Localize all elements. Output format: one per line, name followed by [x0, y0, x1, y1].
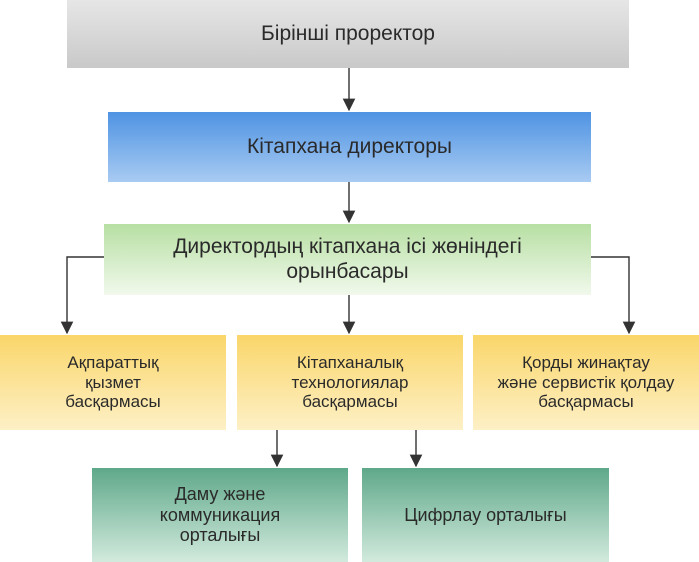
node-label-line: технологиялар	[291, 372, 409, 392]
node-first-prorector: Бірінші проректор	[67, 0, 629, 68]
node-label-line: басқармасы	[302, 392, 398, 412]
arrow-deputy-to-fund	[591, 256, 636, 335]
node-label: Цифрлау орталығы	[404, 504, 567, 525]
node-label: Кітапхана директоры	[247, 134, 452, 158]
node-label-line: басқармасы	[538, 392, 634, 412]
node-label-line: орынбасары	[286, 259, 409, 283]
arrow-deputy-to-info	[60, 256, 104, 335]
node-label-line: Қорды жинақтау	[522, 353, 650, 373]
node-collection-service-dept: Қорды жинақтау және сервистік қолдау бас…	[473, 335, 699, 430]
node-label-line: Директордың кітапхана ісі жөніндегі	[173, 235, 522, 259]
node-label-line: Кітапханалық	[296, 353, 404, 373]
node-label-line: басқармасы	[65, 392, 161, 412]
node-label-line: Даму және	[174, 483, 266, 504]
node-development-communication-center: Даму және коммуникация орталығы	[92, 468, 348, 562]
node-label-line: орталығы	[179, 525, 261, 546]
node-library-technologies-dept: Кітапханалық технологиялар басқармасы	[237, 335, 463, 430]
node-label-line: қызмет	[85, 372, 141, 392]
node-information-service-dept: Ақпараттық қызмет басқармасы	[0, 335, 226, 430]
node-deputy-director: Директордың кітапхана ісі жөніндегі орын…	[104, 224, 591, 295]
node-label: Бірінші проректор	[261, 21, 435, 45]
node-label-line: және сервистік қолдау	[497, 372, 675, 392]
node-label-line: коммуникация	[159, 504, 281, 525]
node-label-line: Ақпараттық	[67, 353, 159, 373]
node-library-director: Кітапхана директоры	[108, 112, 591, 182]
node-digitization-center: Цифрлау орталығы	[362, 468, 609, 562]
